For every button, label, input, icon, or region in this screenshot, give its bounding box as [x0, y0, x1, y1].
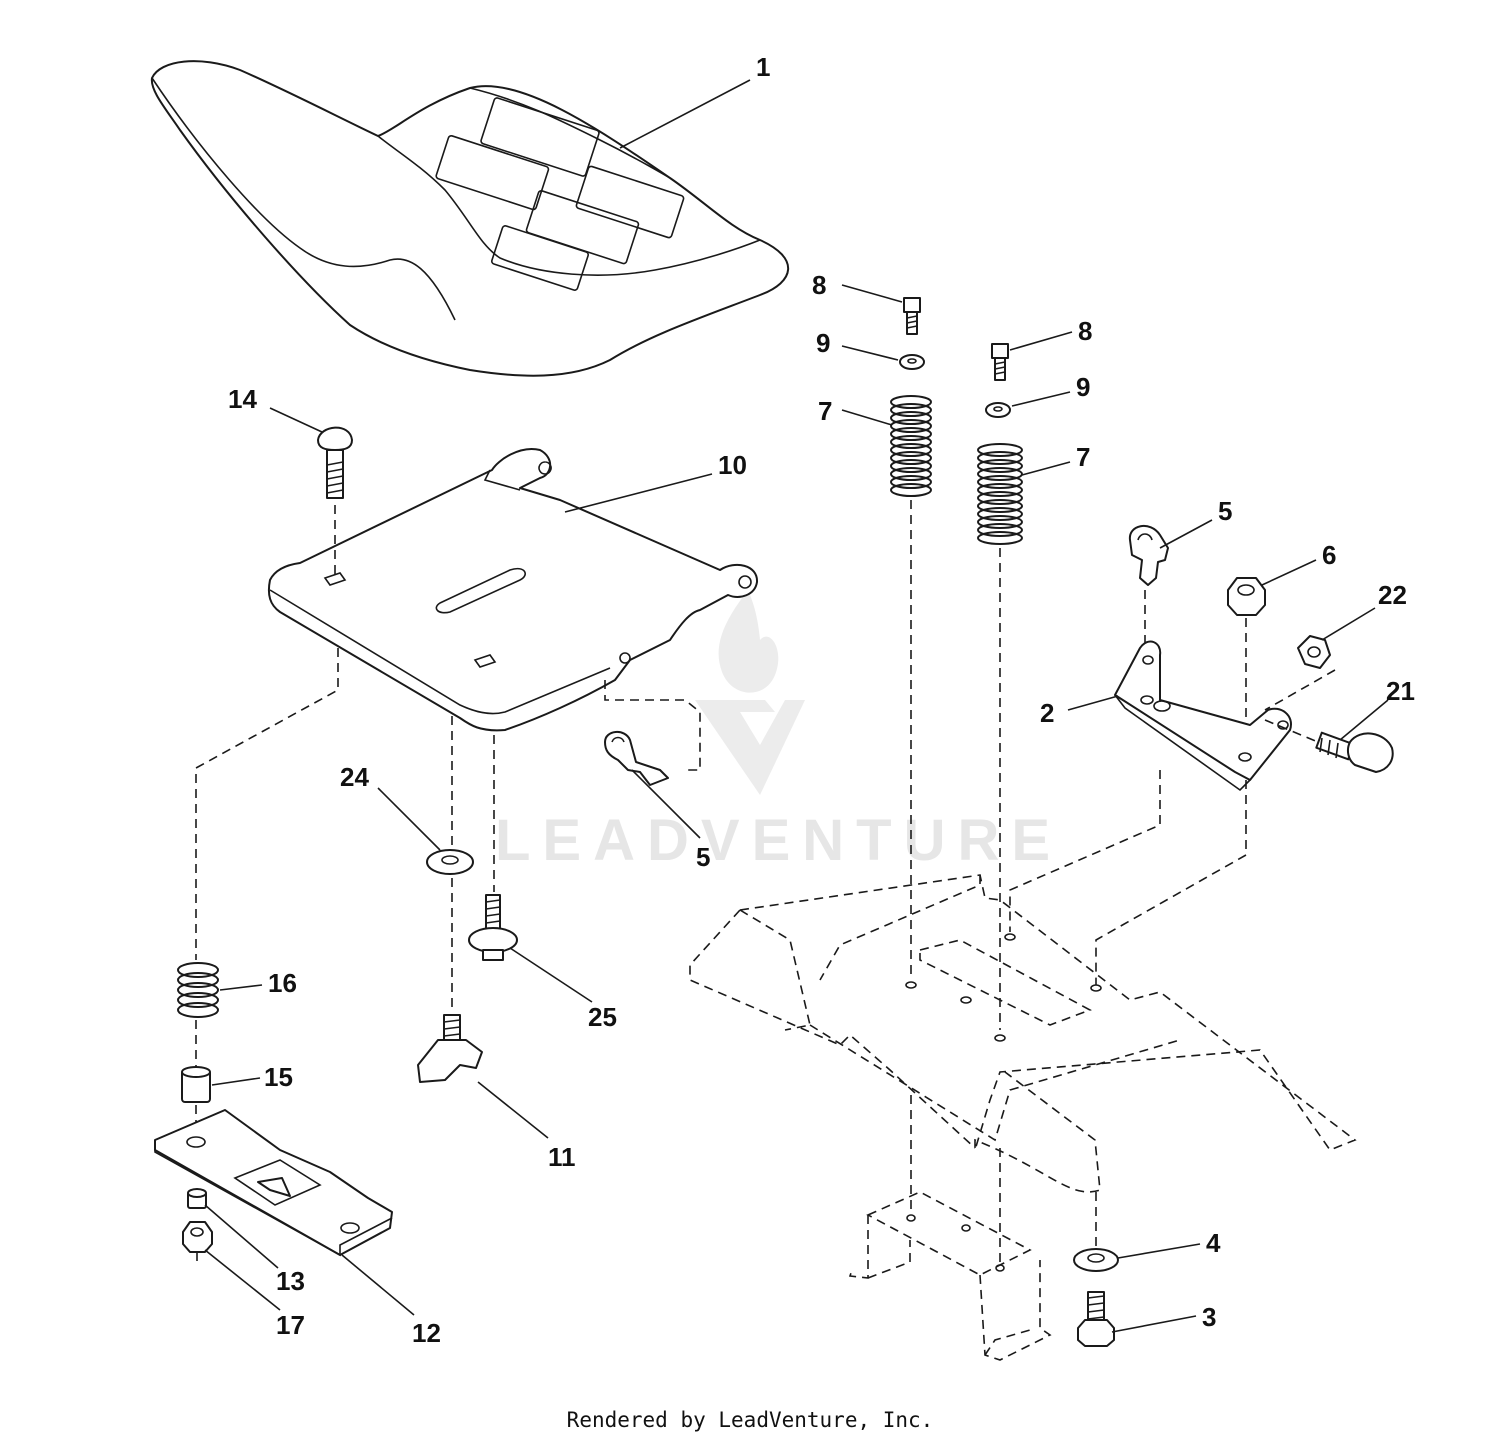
leader-1 [619, 79, 751, 149]
callout-6: 6 [1322, 540, 1336, 570]
callout-4: 4 [1206, 1228, 1221, 1258]
leader-13 [204, 1204, 279, 1269]
frame-hole [1004, 933, 1016, 941]
callout-12: 12 [412, 1318, 441, 1348]
seat-part [150, 60, 790, 377]
leader-15 [211, 1077, 261, 1086]
callout-24: 24 [340, 762, 369, 792]
callout-25: 25 [588, 1002, 617, 1032]
callout-13: 13 [276, 1266, 305, 1296]
leader-10 [564, 473, 713, 513]
washer-part-9-left [899, 354, 925, 370]
callout-8-left: 8 [812, 270, 826, 300]
washer-part-4 [1073, 1248, 1119, 1272]
callout-5-right: 5 [1218, 496, 1232, 526]
dash-5-left [604, 680, 701, 771]
watermark-logo [695, 590, 805, 795]
dash-21 [1264, 719, 1319, 743]
callout-17: 17 [276, 1310, 305, 1340]
dash-22 [1264, 669, 1336, 711]
footer-credit: Rendered by LeadVenture, Inc. [566, 1408, 934, 1432]
bracket-part [1114, 640, 1292, 792]
leader-17 [204, 1249, 281, 1311]
leader-14 [269, 407, 323, 433]
leader-8-left [841, 284, 903, 303]
callout-10: 10 [718, 450, 747, 480]
callout-8-right: 8 [1078, 316, 1092, 346]
callout-5-left: 5 [696, 842, 710, 872]
leader-7-left [841, 409, 893, 426]
leader-5-left [631, 769, 701, 839]
leader-16 [219, 984, 263, 991]
callout-16: 16 [268, 968, 297, 998]
leader-8-right [1009, 331, 1073, 351]
leader-6 [1261, 559, 1317, 586]
nut-part-17 [182, 1221, 213, 1253]
callout-2: 2 [1040, 698, 1054, 728]
callout-22: 22 [1378, 580, 1407, 610]
callout-21: 21 [1386, 676, 1415, 706]
leader-11 [477, 1081, 549, 1139]
washer-part-9-right [985, 402, 1011, 418]
leader-24 [377, 787, 441, 851]
callout-3: 3 [1202, 1302, 1216, 1332]
leader-25 [509, 947, 593, 1003]
dash-bracket-frame-1 [1009, 770, 1161, 932]
leader-7-right [1021, 461, 1071, 476]
shoulder-bolt-part [468, 894, 518, 961]
bolt-part-8-left [903, 297, 921, 335]
callout-11: 11 [548, 1142, 576, 1172]
spacer-part-15 [181, 1066, 211, 1103]
dash-pan-16 [195, 648, 339, 960]
slide-plate-part [154, 1109, 393, 1257]
callout-1: 1 [756, 52, 770, 82]
wing-knob-part [417, 1014, 483, 1083]
bolt-part-8-right [991, 343, 1009, 381]
leader-5-right [1159, 519, 1213, 549]
nut-part-6 [1227, 577, 1266, 616]
watermark-text: LEADVENTURE [495, 808, 1062, 873]
spring-part-7-left [890, 395, 932, 497]
leader-22 [1321, 607, 1376, 641]
carriage-bolt-part [317, 426, 353, 499]
callout-9-left: 9 [816, 328, 830, 358]
dash-bracket-frame-2 [1095, 780, 1247, 985]
clip-part-left [604, 731, 669, 786]
callout-14: 14 [228, 384, 257, 414]
callout-7-right: 7 [1076, 442, 1090, 472]
bolt-part-21 [1315, 731, 1394, 773]
leader-3 [1111, 1315, 1197, 1333]
frame-hole [905, 981, 917, 989]
leader-9-right [1011, 391, 1071, 407]
leader-12 [341, 1254, 415, 1316]
frame-hole [1090, 984, 1102, 992]
callout-15: 15 [264, 1062, 293, 1092]
seat-pan-part [267, 448, 759, 732]
spring-part-7-right [977, 443, 1023, 545]
frame-hole [994, 1034, 1006, 1042]
clip-part-right [1128, 525, 1169, 586]
lower-mount-outline [848, 1191, 1052, 1361]
frame-hole [960, 996, 972, 1004]
spring-part-16 [177, 962, 219, 1018]
bolt-part-3 [1077, 1291, 1115, 1347]
nut-part-22 [1297, 635, 1331, 669]
leader-9-left [841, 345, 899, 361]
frame-outline [689, 874, 1357, 1193]
bushing-part-13 [187, 1188, 207, 1209]
leader-2 [1067, 695, 1119, 711]
callout-7-left: 7 [818, 396, 832, 426]
callout-9-right: 9 [1076, 372, 1090, 402]
leader-4 [1117, 1243, 1201, 1259]
leader-21 [1339, 699, 1389, 741]
washer-part-24 [426, 849, 474, 875]
